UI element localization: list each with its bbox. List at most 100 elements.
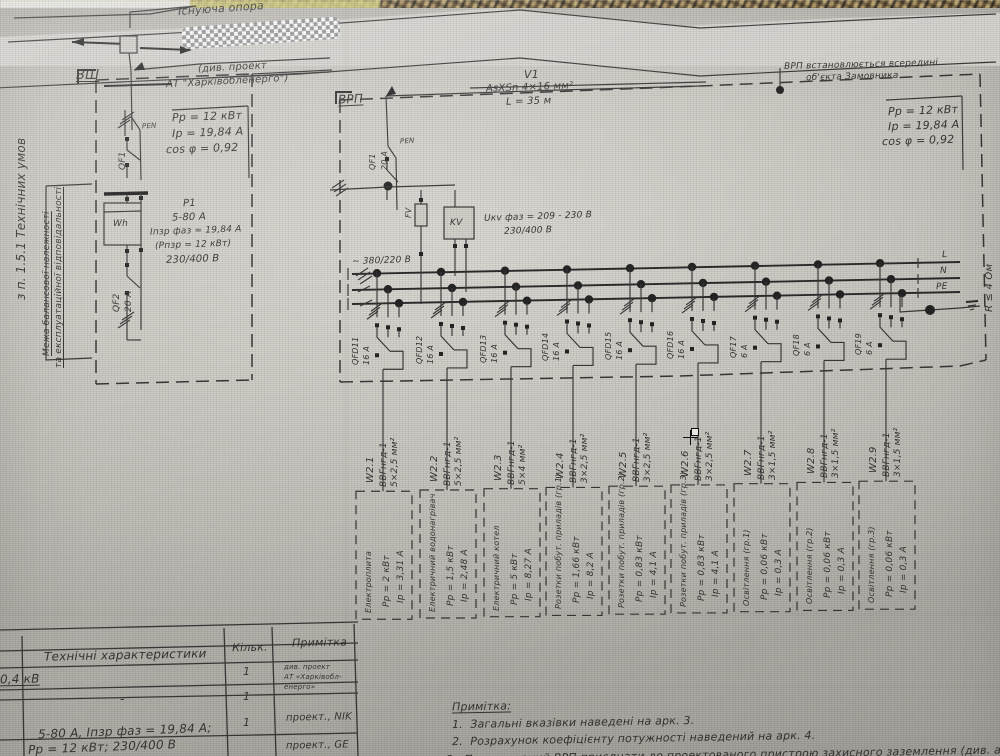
bus-tap-dot — [522, 296, 532, 305]
circuit-9-cable-type: ВВГнгд-1 — [882, 432, 892, 478]
spec-row-0-qty: 1 — [243, 665, 251, 678]
load-boundary-box — [733, 483, 791, 613]
circuit-4-breaker-tag: QFD14 — [541, 333, 550, 362]
terminal-point — [712, 320, 716, 325]
circuit-3-cable-section: 5×4 мм² — [518, 444, 528, 485]
circuit-8-breaker-rating: 6 А — [803, 342, 812, 357]
fuse-hatch — [744, 295, 761, 313]
terminal-point — [838, 318, 842, 323]
circuit-3-breaker-tag: QFD13 — [479, 334, 488, 363]
mouse-cursor-square — [691, 428, 699, 436]
label-bus-n: N — [939, 265, 948, 277]
vrp-param-p: Pp = 12 кВт — [887, 102, 959, 119]
terminal-point — [450, 323, 454, 328]
circuit-8-wire-tag: W2.8 — [806, 447, 817, 475]
circuit-breaker-symbol — [754, 319, 778, 345]
spec-row-0-note: див. проект АТ «Харківобл- енерго» — [284, 663, 342, 691]
circuit-6-cable-section: 3×2,5 мм² — [705, 431, 715, 481]
terminal-point — [827, 316, 831, 321]
terminal-point — [375, 353, 379, 358]
bus-tap-dot — [687, 262, 697, 272]
circuit-9-cable-section: 3×1,5 мм² — [893, 427, 903, 478]
circuit-8-cable-type: ВВГнгд-1 — [820, 433, 830, 479]
terminal-point — [650, 322, 654, 327]
vsh-param-p: Pp = 12 кВт — [171, 108, 243, 125]
fuse-hatch — [430, 301, 447, 319]
bus-tap-dot — [835, 290, 845, 299]
terminal-point — [503, 320, 507, 325]
circuit-breaker-symbol — [629, 322, 653, 347]
breaker-trip-link — [447, 349, 468, 369]
circuit-6-load-current: Ip = 4,1 А — [711, 549, 721, 597]
label-qf2-vsh: QF2 — [112, 293, 122, 312]
circuit-3-breaker-rating: 16 А — [490, 343, 499, 363]
bus-tap-dot — [698, 278, 708, 288]
circuit-7-wire-tag: W2.7 — [743, 449, 754, 476]
terminal-point — [900, 317, 904, 322]
terminal-point — [503, 350, 507, 355]
terminal-point — [690, 316, 694, 321]
spec-row-1-spec: - — [120, 692, 125, 706]
label-vrp-panel: ВРП — [337, 91, 364, 107]
circuit-9-load-current: Ip = 0,3 А — [899, 546, 909, 594]
terminal-point — [375, 323, 379, 328]
circuit-5-load-power: Pp = 0,83 кВт — [635, 535, 645, 603]
label-kv: KV — [450, 218, 463, 228]
breaker-trip-link — [886, 340, 907, 360]
breaker-trip-link — [824, 341, 845, 362]
label-vsh-panel: ВШ — [76, 68, 100, 83]
vrp-param-i: Ip = 19,84 А — [887, 117, 960, 134]
terminal-point — [439, 321, 443, 326]
bus-tap-dot — [436, 267, 446, 277]
bus-tap-dot — [709, 292, 719, 302]
label-balance-boundary-2: та експлуатаційної відповідальності — [54, 186, 64, 368]
fuse-hatch — [807, 293, 824, 311]
load-boundary-box — [858, 480, 916, 610]
terminal-point — [587, 323, 591, 328]
circuit-7-load-name: Освітлення (гр.1) — [742, 528, 751, 606]
circuit-6-load-name: Розетки побут. приладів (гр.3) — [679, 471, 688, 607]
circuit-7-load-power: Pp = 0,06 кВт — [760, 532, 770, 600]
bus-tap-dot — [394, 299, 404, 308]
circuit-breaker-symbol — [440, 325, 464, 351]
spec-row-2-note: проект., NIK — [285, 711, 353, 724]
circuit-1-cable-type: ВВГнгд-1 — [379, 442, 389, 488]
terminal-point — [878, 343, 882, 348]
circuit-9-load-name: Освітлення (гр.3) — [867, 526, 876, 604]
label-qf1-vrp: QF1 — [368, 153, 377, 170]
circuit-1-load-power: Pp = 2 кВт — [382, 555, 392, 608]
vsh-param-cos: cos φ = 0,92 — [165, 140, 239, 157]
terminal-point — [889, 315, 893, 320]
circuit-1-breaker-rating: 16 А — [362, 346, 371, 366]
load-boundary-box — [419, 489, 477, 619]
terminal-point — [565, 349, 569, 354]
load-boundary-box — [355, 490, 413, 620]
breaker-trip-link — [636, 345, 657, 365]
bus-tap-dot — [562, 265, 572, 274]
circuit-8-cable-section: 3×1,5 мм² — [831, 429, 841, 479]
vrp-param-cos: cos φ = 0,92 — [881, 132, 955, 149]
spec-header-note: Примітка — [291, 635, 348, 650]
load-boundary-box — [796, 481, 854, 612]
label-earth-resistance: R ≤ 4 Ом — [984, 263, 995, 312]
circuit-4-load-power: Pp = 1,66 кВт — [572, 536, 582, 604]
circuit-8-load-power: Pp = 0,06 кВт — [823, 531, 833, 599]
circuit-2-load-name: Електричний водонагрівач — [428, 493, 437, 612]
circuit-2-wire-tag: W2.2 — [429, 455, 440, 482]
load-boundary-box — [545, 486, 603, 617]
circuit-9-load-power: Pp = 0,06 кВт — [885, 530, 895, 598]
label-qf2-rating: 20 А — [124, 290, 134, 312]
circuit-7-cable-section: 3×1,5 мм² — [768, 430, 778, 480]
terminal-point — [701, 318, 705, 323]
label-feeder-tag: V1 — [523, 67, 540, 82]
circuit-4-breaker-rating: 16 А — [552, 342, 561, 362]
bus-tap-dot — [458, 297, 468, 307]
circuit-4-cable-type: ВВГнгд-1 — [569, 438, 579, 484]
bus-tap-dot — [897, 289, 907, 298]
spec-row-0-spec: 0,4 кВ — [0, 671, 40, 687]
circuit-1-breaker-tag: QFD11 — [351, 337, 360, 366]
circuit-5-breaker-tag: QFD15 — [604, 331, 613, 361]
circuit-9-wire-tag: W2.9 — [868, 446, 879, 474]
circuit-2-cable-type: ВВГнгд-1 — [443, 441, 453, 486]
circuit-9-breaker-rating: 6 А — [865, 341, 874, 356]
